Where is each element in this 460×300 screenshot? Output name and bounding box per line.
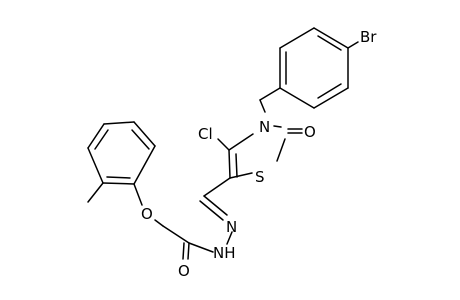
c-cl-bond bbox=[217, 138, 230, 151]
c-br-bond bbox=[347, 41, 359, 49]
hydrazide-nh-label: NH bbox=[213, 244, 236, 262]
ch2-n-bond bbox=[259, 99, 266, 113]
methylphenyl-ring bbox=[87, 121, 156, 185]
o-ether-aryl-bond bbox=[133, 183, 143, 206]
amide-oxygen-label: O bbox=[178, 262, 190, 280]
nh-c-bond bbox=[188, 242, 214, 253]
bromophenyl-ring bbox=[279, 27, 349, 109]
ring-ch-bond bbox=[203, 177, 231, 197]
c-ch2-bond bbox=[162, 225, 190, 244]
bromine-atom-label: Br bbox=[360, 28, 377, 46]
thiazolone-ring bbox=[228, 125, 286, 179]
ring-nitrogen-label: N bbox=[259, 118, 270, 136]
ring-sulfur-label: S bbox=[255, 168, 265, 186]
imine-nitrogen-label: N bbox=[226, 218, 237, 236]
ether-oxygen-label: O bbox=[141, 205, 153, 223]
c-o-amide-bond bbox=[187, 242, 190, 260]
c-o-amide-bond-2 bbox=[182, 242, 185, 260]
chlorine-atom-label: Cl bbox=[198, 125, 213, 143]
n-nh-bond bbox=[226, 231, 233, 245]
keto-oxygen-label: O bbox=[304, 123, 316, 141]
ch-n-imine-bond-2 bbox=[199, 200, 224, 221]
ch2-o-ether-bond bbox=[154, 219, 164, 227]
aryl-methyl-bond bbox=[87, 182, 104, 203]
benzyl-ch2-bond bbox=[259, 87, 281, 101]
ch-n-imine-bond bbox=[203, 195, 228, 216]
